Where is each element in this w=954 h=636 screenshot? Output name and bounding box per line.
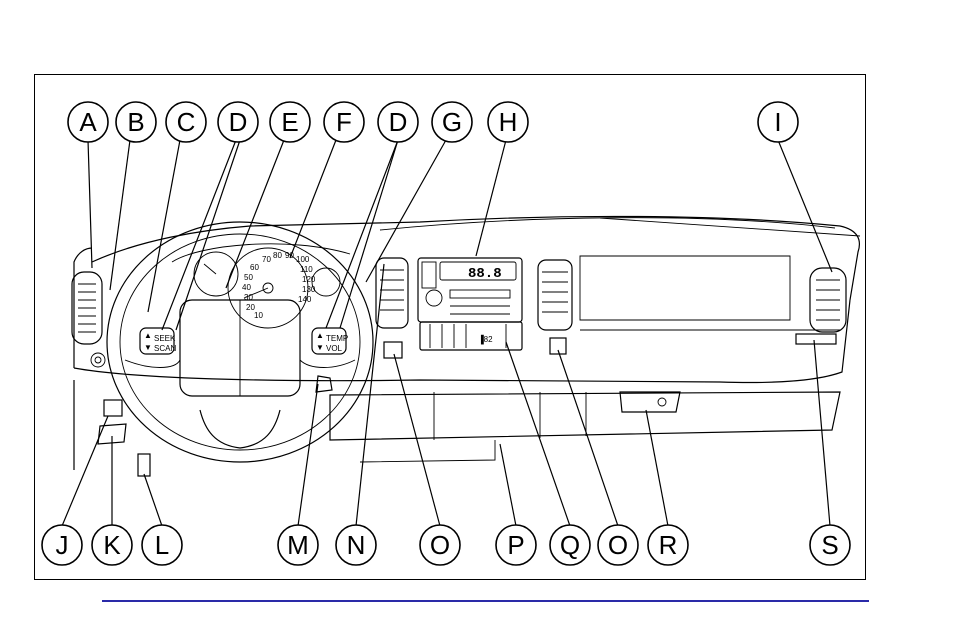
callout-o-right: O bbox=[597, 524, 639, 566]
svg-text:20: 20 bbox=[246, 303, 255, 312]
callout-e-label: E bbox=[281, 107, 298, 137]
svg-text:90: 90 bbox=[285, 251, 294, 260]
svg-text:40: 40 bbox=[242, 283, 251, 292]
leader-lines bbox=[61, 139, 833, 527]
svg-text:100: 100 bbox=[296, 255, 310, 264]
callout-i-label: I bbox=[774, 107, 781, 137]
callout-g: G bbox=[431, 101, 473, 143]
svg-text:80: 80 bbox=[273, 251, 282, 260]
callout-r: R bbox=[647, 524, 689, 566]
svg-text:120: 120 bbox=[302, 275, 316, 284]
svg-text:▼: ▼ bbox=[316, 343, 324, 352]
footer-rule bbox=[102, 600, 869, 602]
audio-system: 88.8 bbox=[417, 257, 523, 323]
callout-e: E bbox=[269, 101, 311, 143]
ashtray bbox=[795, 333, 837, 345]
svg-text:TEMP: TEMP bbox=[326, 334, 348, 343]
svg-text:30: 30 bbox=[244, 293, 253, 302]
callout-g-label: G bbox=[442, 107, 462, 137]
callout-o-left-label: O bbox=[430, 530, 450, 560]
instrument-cluster: 60 70 80 90 100 110 120 130 140 50 40 30… bbox=[171, 243, 351, 329]
callouts-top: A B C D E F D G H I bbox=[67, 101, 799, 143]
diagram-frame bbox=[34, 74, 866, 580]
callout-o-right-label: O bbox=[608, 530, 628, 560]
dashboard-outline bbox=[73, 215, 861, 470]
callout-k: K bbox=[91, 524, 133, 566]
callout-a: A bbox=[67, 101, 109, 143]
callout-s-label: S bbox=[821, 530, 838, 560]
right-air-vent bbox=[809, 267, 847, 333]
left-switch-o bbox=[383, 341, 403, 359]
svg-text:70: 70 bbox=[262, 255, 271, 264]
callout-c: C bbox=[165, 101, 207, 143]
callout-p-label: P bbox=[507, 530, 524, 560]
svg-text:▐82: ▐82 bbox=[478, 334, 493, 345]
callouts-bottom: J K L M N O P Q O R S bbox=[41, 524, 851, 566]
radio-display-text: 88.8 bbox=[468, 266, 502, 282]
callout-b-label: B bbox=[127, 107, 144, 137]
callout-p: P bbox=[495, 524, 537, 566]
svg-text:▼: ▼ bbox=[144, 343, 152, 352]
callout-b: B bbox=[115, 101, 157, 143]
callout-n: N bbox=[335, 524, 377, 566]
callout-d-right: D bbox=[377, 101, 419, 143]
headlamp-switch bbox=[103, 399, 123, 417]
callout-c-label: C bbox=[177, 107, 196, 137]
parking-brake-release bbox=[137, 453, 151, 477]
callout-q-label: Q bbox=[560, 530, 580, 560]
callout-l: L bbox=[141, 524, 183, 566]
svg-text:SCAN: SCAN bbox=[154, 344, 176, 353]
svg-text:VOL: VOL bbox=[326, 344, 343, 353]
svg-text:50: 50 bbox=[244, 273, 253, 282]
callout-f-label: F bbox=[336, 107, 352, 137]
left-air-vent bbox=[71, 271, 106, 368]
svg-text:SEEK: SEEK bbox=[154, 334, 176, 343]
svg-text:▲: ▲ bbox=[316, 331, 324, 340]
callout-h-label: H bbox=[499, 107, 518, 137]
center-right-vent bbox=[537, 259, 573, 331]
callout-h: H bbox=[487, 101, 529, 143]
right-switch-o bbox=[549, 337, 567, 355]
callout-d-left-label: D bbox=[229, 107, 248, 137]
callout-s: S bbox=[809, 524, 851, 566]
center-left-vent bbox=[375, 257, 409, 329]
callout-r-label: R bbox=[659, 530, 678, 560]
callout-d-right-label: D bbox=[389, 107, 408, 137]
callout-j-label: J bbox=[56, 530, 69, 560]
callout-k-label: K bbox=[103, 530, 121, 560]
callout-f: F bbox=[323, 101, 365, 143]
svg-text:140: 140 bbox=[298, 295, 312, 304]
callout-m: M bbox=[277, 524, 319, 566]
svg-text:▲: ▲ bbox=[144, 331, 152, 340]
callout-i: I bbox=[757, 101, 799, 143]
callout-n-label: N bbox=[347, 530, 366, 560]
callout-d-left: D bbox=[217, 101, 259, 143]
callout-l-label: L bbox=[155, 530, 169, 560]
svg-text:130: 130 bbox=[302, 285, 316, 294]
callout-o-left: O bbox=[419, 524, 461, 566]
glovebox-latch bbox=[619, 391, 681, 413]
climate-control-panel: ▐82 bbox=[419, 321, 523, 351]
callout-q: Q bbox=[549, 524, 591, 566]
svg-text:60: 60 bbox=[250, 263, 259, 272]
callout-m-label: M bbox=[287, 530, 309, 560]
svg-text:110: 110 bbox=[300, 265, 313, 274]
callout-j: J bbox=[41, 524, 83, 566]
svg-text:10: 10 bbox=[254, 311, 263, 320]
callout-a-label: A bbox=[79, 107, 97, 137]
